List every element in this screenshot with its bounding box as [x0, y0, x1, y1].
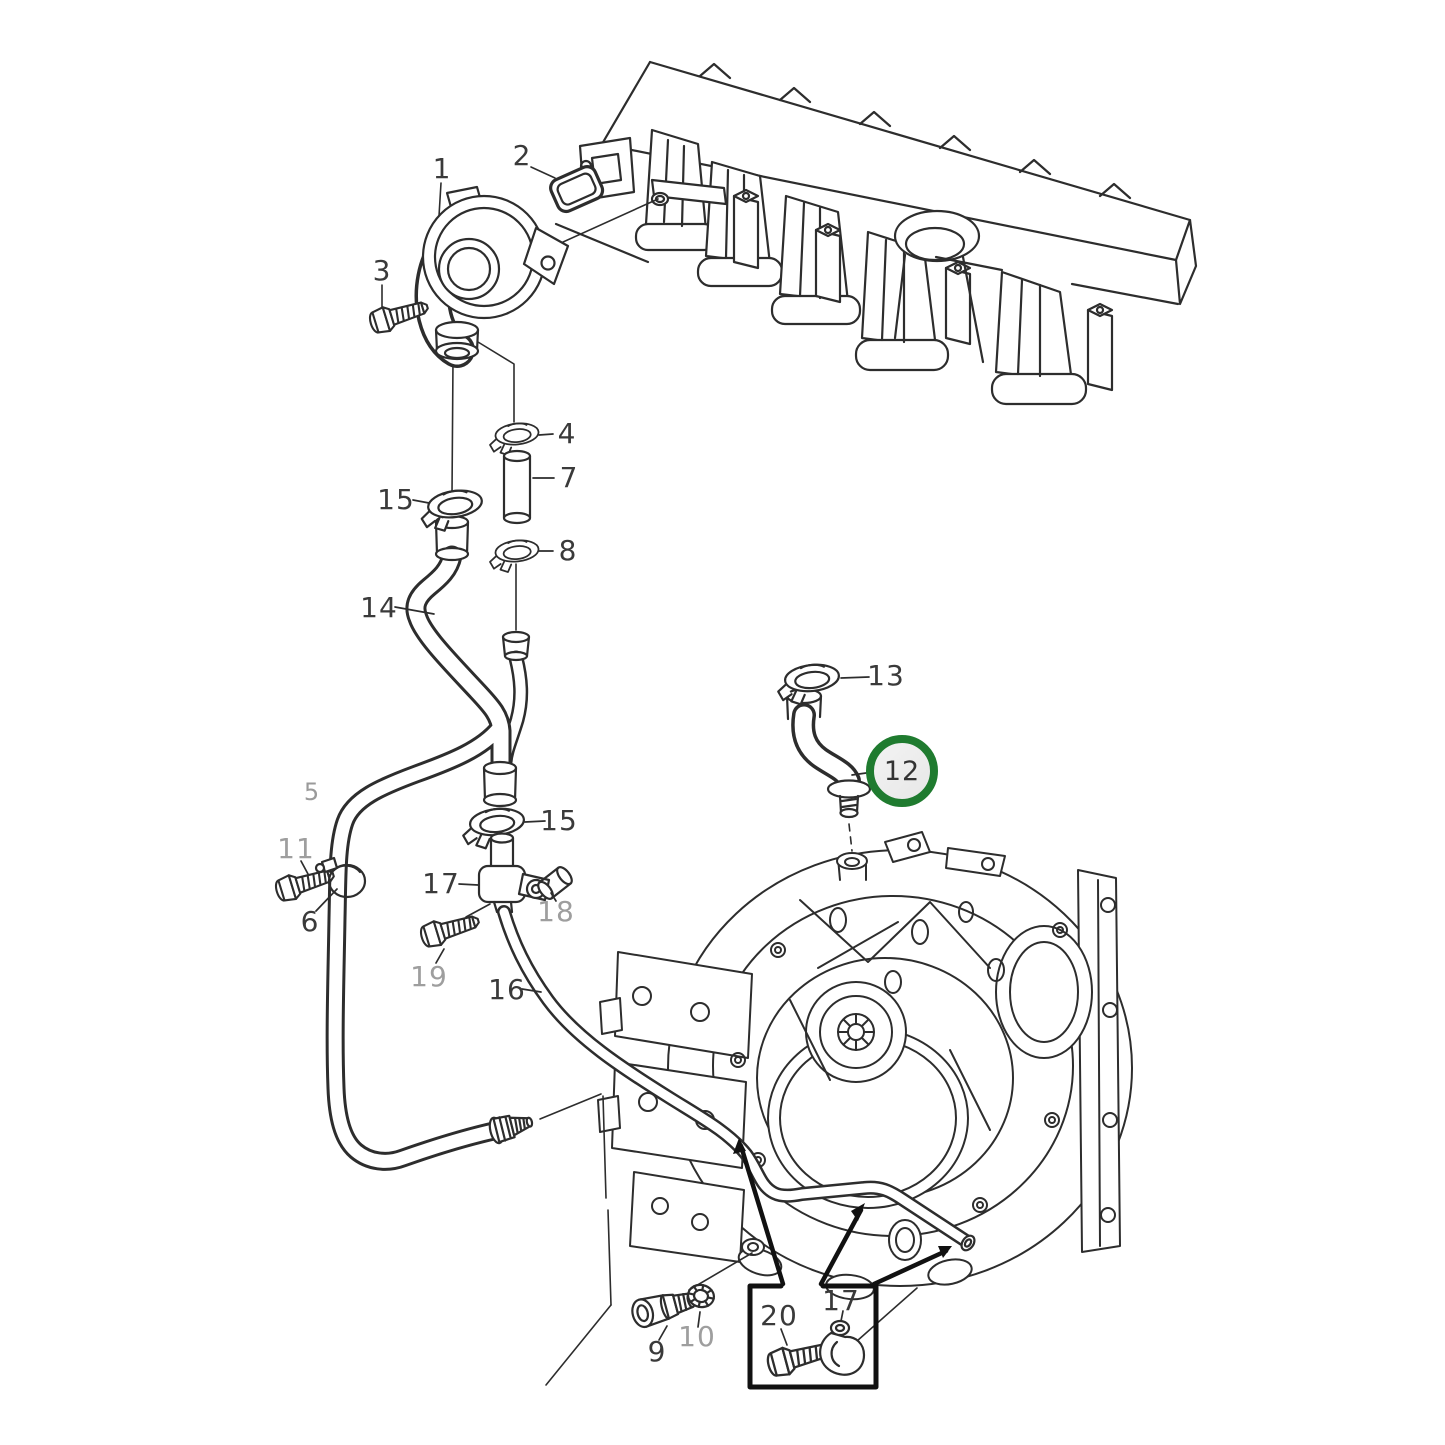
callout-7[interactable]: 7: [559, 461, 579, 494]
callout-8[interactable]: 8: [558, 534, 578, 567]
callout-9[interactable]: 9: [647, 1335, 667, 1368]
flywheel-housing-drawing: [597, 831, 1133, 1301]
oil-separator-drawing: [414, 185, 570, 368]
cap-18: [537, 866, 573, 900]
callout-6[interactable]: 6: [300, 905, 320, 938]
callout-15[interactable]: 15: [540, 804, 578, 837]
callout-18-gray[interactable]: 18: [537, 895, 575, 928]
callout-4[interactable]: 4: [557, 417, 577, 450]
callout-13[interactable]: 13: [867, 659, 905, 692]
gasket-drawing: [549, 165, 605, 214]
leader-lines-bottom: [465, 823, 918, 1386]
callout-17[interactable]: 17: [422, 867, 460, 900]
detail-inset-box: [733, 1138, 952, 1390]
callout-11-gray[interactable]: 11: [277, 832, 315, 865]
callout-17[interactable]: 17: [822, 1284, 860, 1317]
callout-16[interactable]: 16: [488, 973, 526, 1006]
hose-14-drawing: [325, 514, 534, 1171]
callout-12-green-circle[interactable]: 12: [866, 735, 938, 807]
intake-manifold-drawing: [554, 60, 1198, 406]
callout-3[interactable]: 3: [372, 254, 392, 287]
clamp-17-inset: [819, 1319, 866, 1376]
callout-2[interactable]: 2: [512, 139, 532, 172]
callout-5-gray-circle[interactable]: 5: [296, 776, 328, 808]
pipe-16-drawing: [497, 905, 976, 1252]
callout-10-gray[interactable]: 10: [678, 1320, 716, 1353]
callout-20[interactable]: 20: [760, 1299, 798, 1332]
plug-9: [631, 1292, 696, 1329]
tube-7: [502, 449, 532, 525]
callout-15[interactable]: 15: [377, 483, 415, 516]
callout-19-gray[interactable]: 19: [410, 960, 448, 993]
callout-1[interactable]: 1: [432, 152, 452, 185]
callout-14[interactable]: 14: [360, 591, 398, 624]
label-leaders: [300, 433, 870, 1346]
clamp-6: [314, 856, 367, 899]
washer-10: [686, 1283, 716, 1309]
